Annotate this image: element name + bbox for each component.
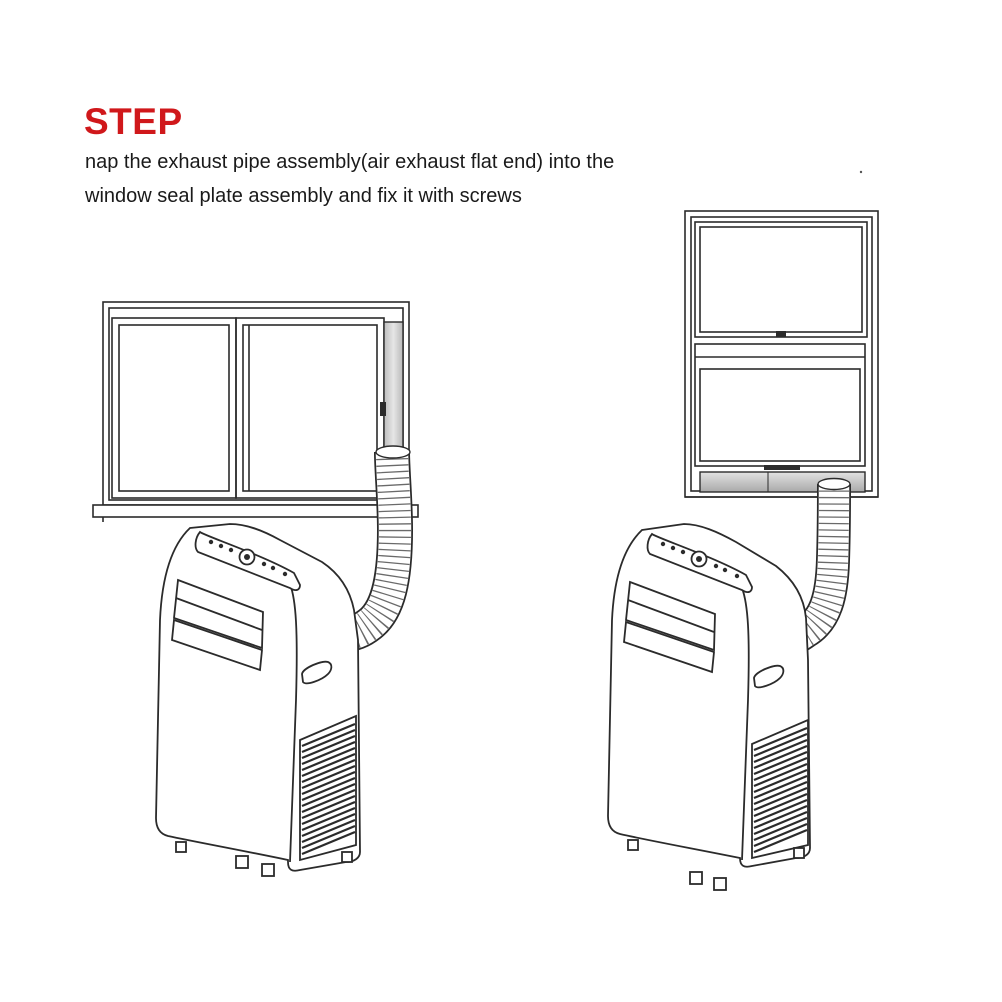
stray-mark <box>859 170 863 174</box>
instruction-line-1: nap the exhaust pipe assembly(air exhaus… <box>85 151 615 173</box>
step-heading: STEP <box>84 101 183 142</box>
double-hung-window <box>684 210 879 498</box>
portable-ac-unit-left <box>155 523 361 877</box>
window-latch-icon <box>776 331 786 337</box>
instruction-line-2: window seal plate assembly and fix it wi… <box>85 185 522 207</box>
sliding-window <box>92 301 419 522</box>
sash-lock-icon <box>764 465 800 470</box>
exhaust-hose-left <box>344 445 414 652</box>
portable-ac-unit-right <box>607 523 811 891</box>
